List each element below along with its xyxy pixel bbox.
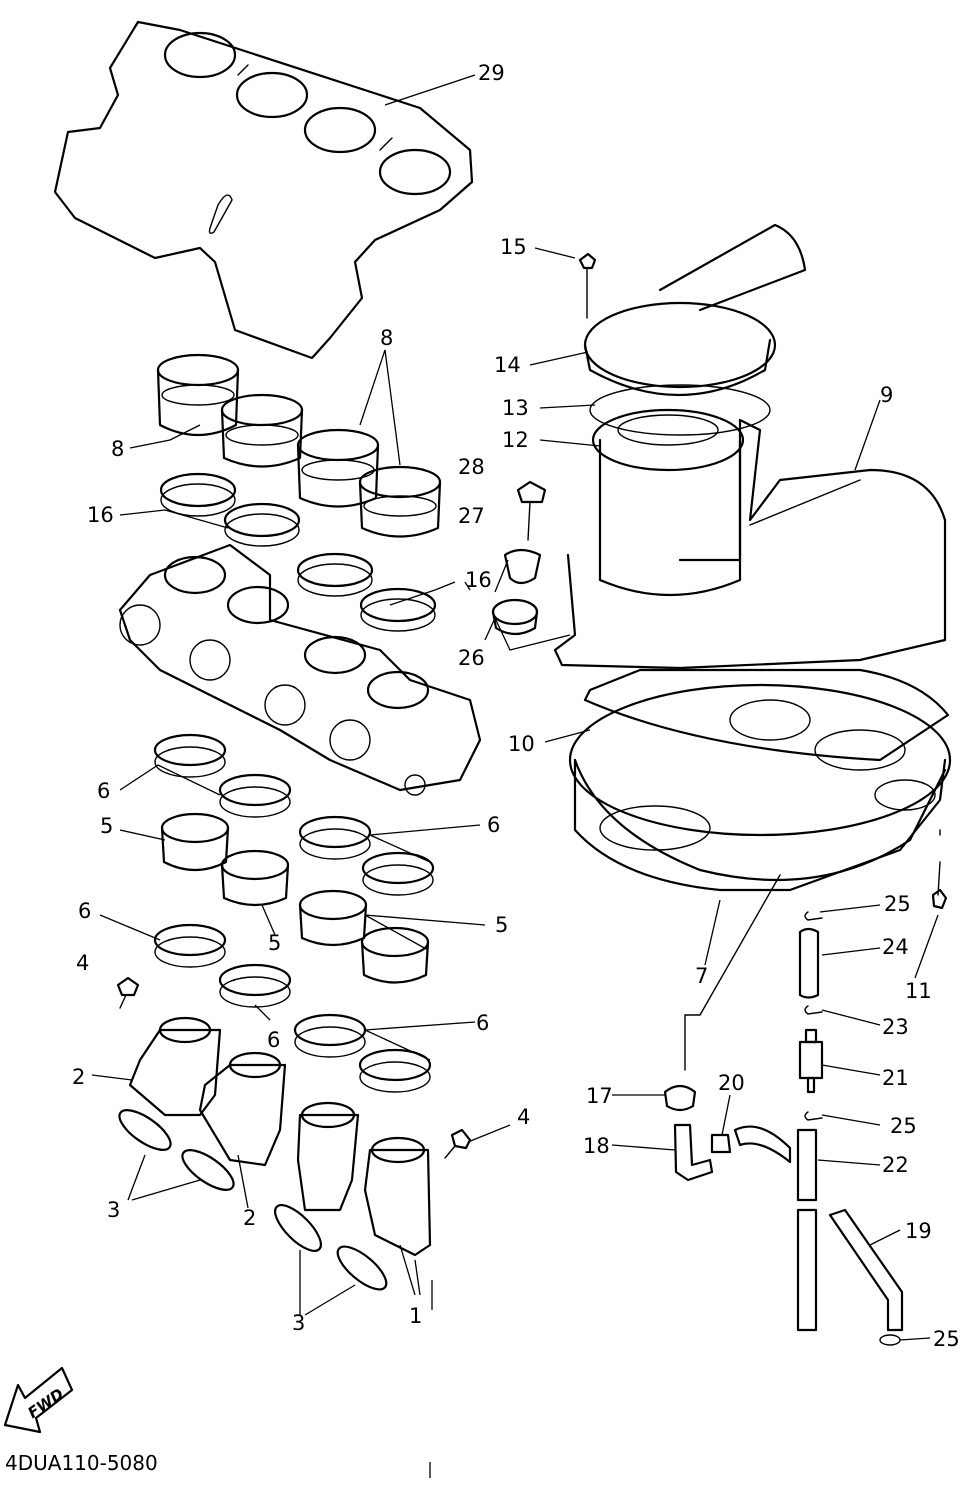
callout-26: 26 [458, 646, 485, 670]
callout-25-b: 25 [890, 1114, 917, 1138]
callout-5-c: 5 [495, 913, 508, 937]
callout-15: 15 [500, 235, 527, 259]
callout-6-e: 6 [267, 1028, 280, 1052]
part-16-clamps [159, 472, 437, 632]
callout-labels: 29 15 14 13 12 9 28 27 26 10 8 8 8 16 16… [72, 61, 960, 1351]
callout-18: 18 [583, 1134, 610, 1158]
carburetor-bank [118, 543, 482, 796]
callout-14: 14 [494, 353, 521, 377]
part-6-5-clamps-joints [153, 733, 435, 1093]
small-hardware [491, 252, 948, 910]
part-8-funnels [156, 353, 442, 538]
diagram-code: 4DUA110-5080 [5, 1451, 158, 1475]
callout-7: 7 [695, 964, 708, 988]
fwd-arrow: FWD [3, 1366, 74, 1434]
callout-6-c: 6 [78, 899, 91, 923]
callout-6-b: 6 [487, 813, 500, 837]
callout-19: 19 [905, 1219, 932, 1243]
part-1-4-joints-gaskets [116, 976, 472, 1291]
callout-24: 24 [882, 935, 909, 959]
part-9-air-cleaner-case [553, 223, 952, 892]
hose-parts [663, 874, 904, 1346]
callout-27: 27 [458, 504, 485, 528]
callout-4-a: 4 [76, 951, 89, 975]
fwd-label: FWD [25, 1385, 67, 1422]
callout-8-a: 8 [380, 326, 393, 350]
callout-21: 21 [882, 1066, 909, 1090]
leader-lines [91, 74, 939, 1478]
callout-6-a: 6 [97, 779, 110, 803]
callout-3-a: 3 [107, 1198, 120, 1222]
callout-13: 13 [502, 396, 529, 420]
callout-5-b: 5 [268, 931, 281, 955]
callout-16-a: 16 [87, 503, 114, 527]
callout-23: 23 [882, 1015, 909, 1039]
callout-17: 17 [586, 1084, 613, 1108]
callout-12: 12 [502, 428, 529, 452]
callout-16-b: 16 [465, 568, 492, 592]
callout-9: 9 [880, 383, 893, 407]
callout-25-a: 25 [884, 892, 911, 916]
callout-2-a: 2 [72, 1065, 85, 1089]
callout-28: 28 [458, 455, 485, 479]
part-29-cover [53, 20, 474, 360]
callout-2-b: 2 [243, 1206, 256, 1230]
callout-11: 11 [905, 979, 932, 1003]
callout-22: 22 [882, 1153, 909, 1177]
callout-1: 1 [409, 1304, 422, 1328]
callout-29: 29 [478, 61, 505, 85]
callout-10: 10 [508, 732, 535, 756]
callout-20: 20 [718, 1071, 745, 1095]
callout-5-a: 5 [100, 814, 113, 838]
callout-6-d: 6 [476, 1011, 489, 1035]
callout-25-c: 25 [933, 1327, 960, 1351]
callout-8-b: 8 [111, 437, 124, 461]
callout-3-b: 3 [292, 1311, 305, 1335]
callout-4-b: 4 [517, 1105, 530, 1129]
